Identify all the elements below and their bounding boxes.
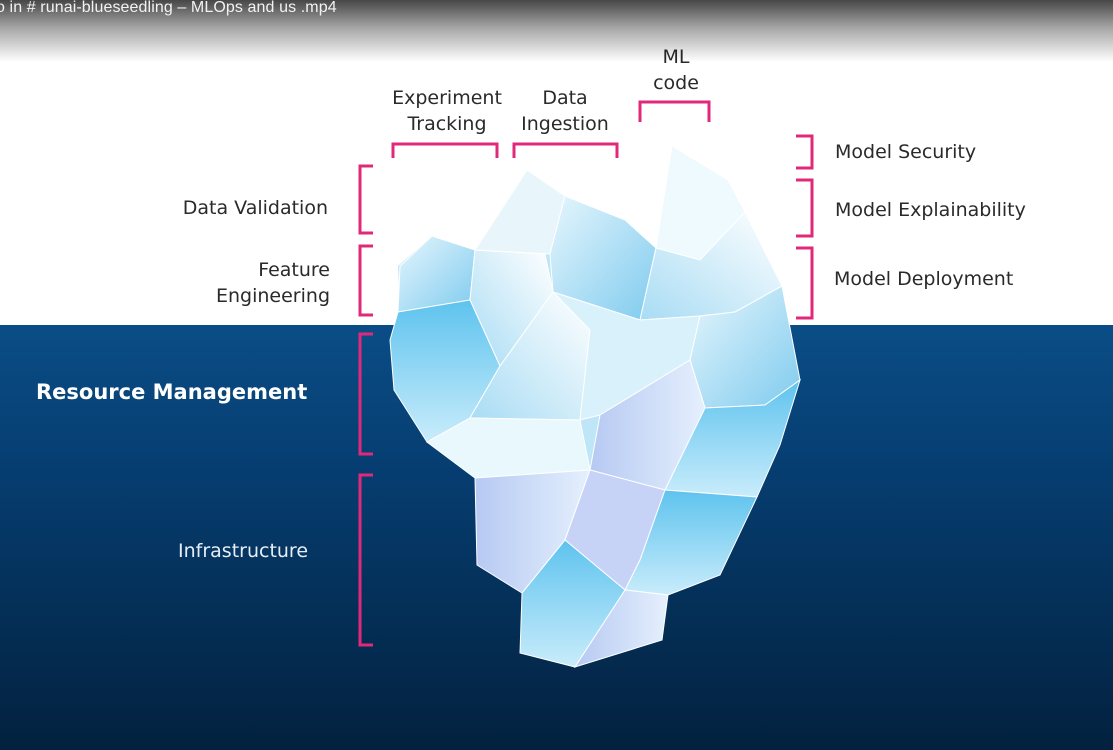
bracket-model-security: [796, 134, 814, 170]
label-experiment-tracking-line2: Tracking: [407, 113, 487, 135]
bracket-data-ingestion: [512, 142, 619, 158]
bracket-model-deployment: [796, 246, 814, 320]
label-data-ingestion: Data Ingestion: [510, 85, 620, 137]
video-title-overlay: o in # runai-blueseedling – MLOps and us…: [0, 0, 1113, 62]
label-model-deployment: Model Deployment: [834, 268, 1014, 290]
label-data-ingestion-line2: Ingestion: [521, 113, 609, 135]
label-feature-engineering: Feature Engineering: [100, 257, 330, 309]
label-experiment-tracking: Experiment Tracking: [380, 85, 514, 137]
label-infrastructure: Infrastructure: [178, 540, 309, 562]
label-data-ingestion-line1: Data: [542, 87, 588, 109]
bracket-experiment-tracking: [391, 142, 499, 158]
label-model-explainability: Model Explainability: [835, 199, 1026, 221]
label-experiment-tracking-line1: Experiment: [392, 87, 502, 109]
label-feature-engineering-line2: Engineering: [216, 285, 330, 307]
label-data-validation: Data Validation: [182, 197, 328, 219]
label-ml-code-line2: code: [653, 72, 699, 94]
bracket-resource-management: [358, 332, 373, 456]
bracket-ml-code: [638, 100, 711, 122]
bracket-infrastructure: [358, 473, 373, 647]
label-feature-engineering-line1: Feature: [258, 259, 330, 281]
bracket-model-explainability: [796, 178, 814, 238]
label-model-security: Model Security: [835, 141, 977, 163]
video-title: o in # runai-blueseedling – MLOps and us…: [0, 0, 337, 16]
bracket-feature-engineering: [358, 244, 373, 317]
label-resource-management: Resource Management: [36, 380, 308, 404]
bracket-data-validation: [358, 164, 373, 235]
bracket-group: [358, 100, 814, 647]
